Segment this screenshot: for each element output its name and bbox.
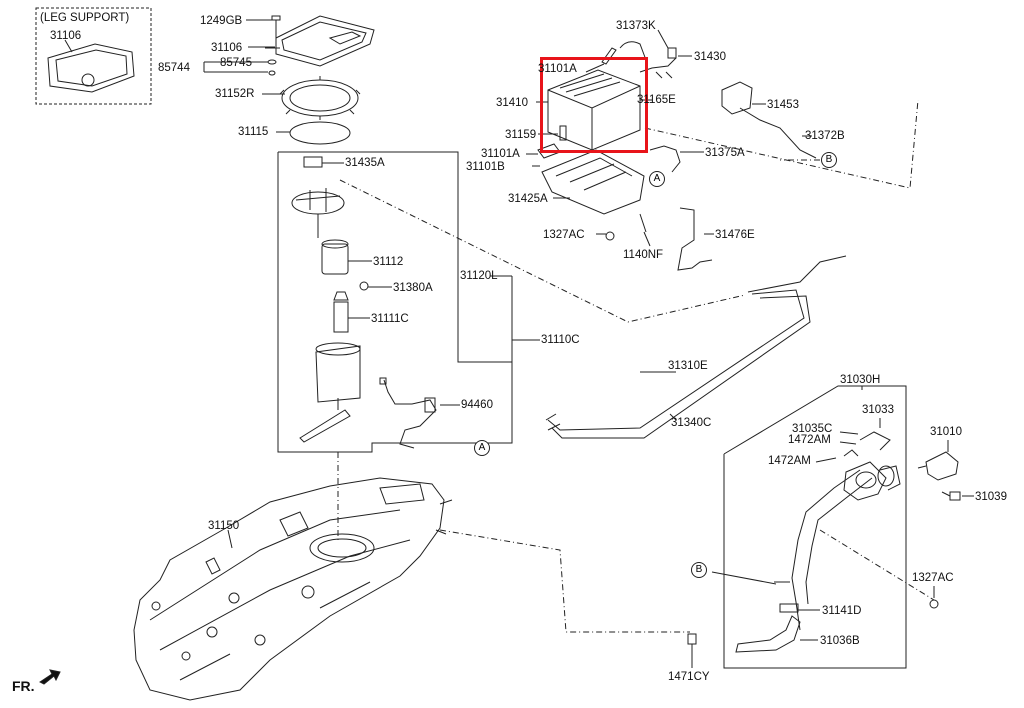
canister-bracket	[541, 149, 645, 215]
marker-b-filler: B	[691, 562, 707, 578]
part-31141D: 31141D	[822, 605, 862, 617]
part-85745: 85745	[220, 57, 252, 69]
part-31010: 31010	[930, 426, 962, 438]
part-31112: 31112	[373, 256, 404, 268]
part-85744: 85744	[158, 62, 190, 74]
part-31036B: 31036B	[820, 635, 860, 647]
part-31101B: 31101B	[466, 161, 505, 173]
part-1140NF: 1140NF	[623, 249, 664, 261]
part-31380A: 31380A	[393, 282, 433, 294]
part-1249GB: 1249GB	[200, 15, 243, 27]
fr-arrow	[39, 669, 61, 685]
reservoir	[315, 345, 361, 403]
part-31435A: 31435A	[345, 157, 385, 169]
fuel-line-upper	[747, 255, 847, 293]
part-31111C: 31111C	[371, 313, 409, 325]
marker-b-hose: B	[821, 152, 837, 168]
part-31120L: 31120L	[460, 270, 498, 282]
part-31101A-top: 31101A	[538, 63, 577, 75]
pump-module-box	[277, 151, 513, 453]
part-1471CY: 1471CY	[668, 671, 710, 683]
part-31425A: 31425A	[508, 193, 548, 205]
part-31410: 31410	[496, 97, 528, 109]
part-31035C: 31035C	[792, 423, 833, 435]
canister	[547, 69, 641, 151]
part-31340C: 31340C	[671, 417, 712, 429]
pump-flange	[291, 191, 345, 215]
filter	[333, 301, 349, 333]
sensor-wire	[677, 207, 713, 271]
part-31106: 31106	[211, 42, 243, 54]
fuel-tank	[133, 477, 445, 701]
part-31165E: 31165E	[637, 94, 676, 106]
filler-head	[843, 461, 887, 501]
level-sender	[383, 379, 437, 449]
tank-opening	[309, 533, 375, 563]
gasket	[289, 121, 351, 145]
fr-label: FR.	[12, 678, 35, 694]
marker-a-tank: A	[474, 440, 490, 456]
pump-body	[321, 243, 349, 275]
vent-valve	[721, 81, 753, 115]
part-1327AC-right: 1327AC	[912, 572, 954, 584]
part-94460: 94460	[461, 399, 493, 411]
part-31375A: 31375A	[705, 147, 745, 159]
part-31310E: 31310E	[668, 360, 708, 372]
part-1472AM-a: 1472AM	[788, 434, 831, 446]
marker-a-canister: A	[649, 171, 665, 187]
filler-neck-box	[723, 385, 907, 669]
part-31430: 31430	[694, 51, 726, 63]
part-31150: 31150	[208, 520, 240, 532]
leg-support-plate	[47, 43, 135, 93]
cover-plate	[275, 15, 375, 67]
filler-neck	[791, 469, 861, 631]
part-31030H: 31030H	[840, 374, 881, 386]
part-31373K: 31373K	[616, 20, 656, 32]
hose-lower	[735, 615, 801, 653]
part-31110C: 31110C	[541, 334, 580, 346]
highlighted-canister-box	[540, 57, 648, 153]
part-1327AC-left: 1327AC	[543, 229, 585, 241]
part-31476E: 31476E	[715, 229, 755, 241]
part-31115: 31115	[238, 126, 269, 138]
part-1472AM-b: 1472AM	[768, 455, 811, 467]
part-31033: 31033	[862, 404, 894, 416]
part-31039: 31039	[975, 491, 1007, 503]
part-31159: 31159	[505, 129, 537, 141]
part-31152R: 31152R	[215, 88, 255, 100]
part-31372B: 31372B	[805, 130, 845, 142]
fuel-cap	[925, 451, 959, 481]
part-31453: 31453	[767, 99, 799, 111]
part-31106-box: 31106	[50, 30, 82, 42]
leg-support-title: (LEG SUPPORT)	[40, 12, 130, 24]
leg-support-box	[35, 7, 152, 105]
part-31101A: 31101A	[481, 148, 520, 160]
